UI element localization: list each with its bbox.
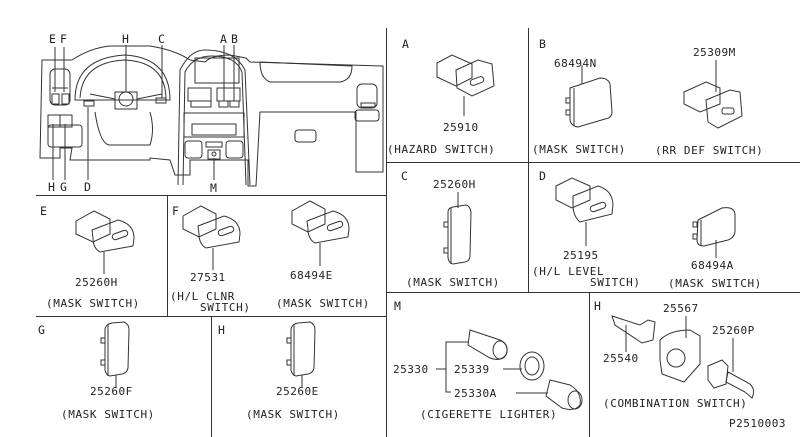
caption-hl-level-line2: SWITCH): [590, 276, 641, 289]
part-number-68494n[interactable]: 68494N: [554, 57, 597, 70]
divider-left-h1: [36, 195, 386, 196]
mask-25260e-drawing: [287, 322, 315, 388]
mask-68494n-drawing: [566, 65, 612, 127]
left-vent: [50, 69, 70, 105]
part-number-25910[interactable]: 25910: [443, 121, 479, 134]
callout-f: F: [60, 32, 68, 46]
callout-h: H: [122, 32, 130, 46]
part-number-68494e[interactable]: 68494E: [290, 269, 333, 282]
glovebox-handle: [295, 130, 316, 142]
caption-mask-switch-f: (MASK SWITCH): [276, 297, 370, 310]
panel-letter-e: E: [40, 204, 48, 218]
dash-outline: [40, 46, 383, 186]
caption-mask-switch-h1: (MASK SWITCH): [246, 408, 340, 421]
panel-letter-c: C: [401, 169, 409, 183]
caption-hazard-switch: (HAZARD SWITCH): [387, 143, 496, 156]
figure-id: P2510003: [729, 417, 786, 430]
divider-gh: [211, 316, 212, 437]
callout-b: B: [231, 32, 239, 46]
panel-letter-f: F: [172, 204, 180, 218]
caption-mask-switch-e: (MASK SWITCH): [46, 297, 140, 310]
divider-ab: [528, 28, 529, 292]
nav-screen: [195, 58, 239, 83]
panel-letter-b: B: [539, 37, 547, 51]
divider-mh: [589, 292, 590, 437]
part-number-25260h-e[interactable]: 25260H: [75, 276, 118, 289]
caption-mask-switch-d: (MASK SWITCH): [668, 277, 762, 290]
divider-right-h1: [386, 162, 800, 163]
part-number-25339[interactable]: 25339: [454, 363, 490, 376]
hazard-switch-drawing: [437, 55, 494, 116]
caption-mask-switch-b: (MASK SWITCH): [532, 143, 626, 156]
callout-d: D: [84, 180, 92, 194]
panel-letter-d: D: [539, 169, 547, 183]
right-vent: [357, 84, 377, 108]
callout-g: G: [60, 180, 68, 194]
combination-switch-drawing: [612, 316, 754, 398]
mask-68494e-drawing: [292, 201, 349, 266]
cigarette-lighter-drawing: [436, 330, 582, 409]
callout-h-lower: H: [48, 180, 56, 194]
panel-letter-a: A: [402, 37, 410, 51]
hl-level-switch-drawing: [556, 178, 613, 246]
caption-mask-switch-c: (MASK SWITCH): [406, 276, 500, 289]
hl-clnr-switch-drawing: [183, 206, 240, 270]
caption-mask-switch-g: (MASK SWITCH): [61, 408, 155, 421]
mask-25260h-c-drawing: [444, 192, 471, 264]
part-number-25260p[interactable]: 25260P: [712, 324, 755, 337]
part-number-25260e[interactable]: 25260E: [276, 385, 319, 398]
part-number-25567[interactable]: 25567: [663, 302, 699, 315]
instrument-cluster: [75, 55, 170, 100]
part-number-25330a[interactable]: 25330A: [454, 387, 497, 400]
part-number-25330[interactable]: 25330: [393, 363, 429, 376]
panel-letter-h2: H: [594, 299, 602, 313]
part-number-27531[interactable]: 27531: [190, 271, 226, 284]
callout-m: M: [210, 181, 218, 195]
panel-letter-h1: H: [218, 323, 226, 337]
part-number-68494a[interactable]: 68494A: [691, 259, 734, 272]
caption-hl-clnr-line2: SWITCH): [200, 301, 251, 314]
part-number-25309m[interactable]: 25309M: [693, 46, 736, 59]
rr-def-switch-drawing: [684, 60, 742, 128]
mask-25260h-e-drawing: [76, 211, 134, 274]
part-number-25195[interactable]: 25195: [563, 249, 599, 262]
part-number-25540[interactable]: 25540: [603, 352, 639, 365]
caption-hl-level-line1: (H/L LEVEL: [532, 265, 605, 278]
panel-letter-g: G: [38, 323, 46, 337]
caption-combination-switch: (COMBINATION SWITCH): [603, 397, 748, 410]
callout-a: A: [220, 32, 228, 46]
divider-main-vertical: [386, 28, 387, 437]
callout-c: C: [158, 32, 166, 46]
part-number-25260f[interactable]: 25260F: [90, 385, 133, 398]
divider-right-h2: [386, 292, 800, 293]
mask-25260f-drawing: [101, 322, 129, 388]
divider-ef: [167, 195, 168, 316]
caption-cigarette-lighter: (CIGERETTE LIGHTER): [420, 408, 558, 421]
center-console: [178, 50, 250, 185]
panel-letter-m: M: [394, 299, 402, 313]
part-number-25260h-c[interactable]: 25260H: [433, 178, 476, 191]
caption-hl-clnr-line1: (H/L CLNR: [170, 290, 236, 303]
callout-e: E: [49, 32, 57, 46]
mask-68494a-drawing: [693, 208, 735, 258]
caption-rr-def-switch: (RR DEF SWITCH): [655, 144, 764, 157]
